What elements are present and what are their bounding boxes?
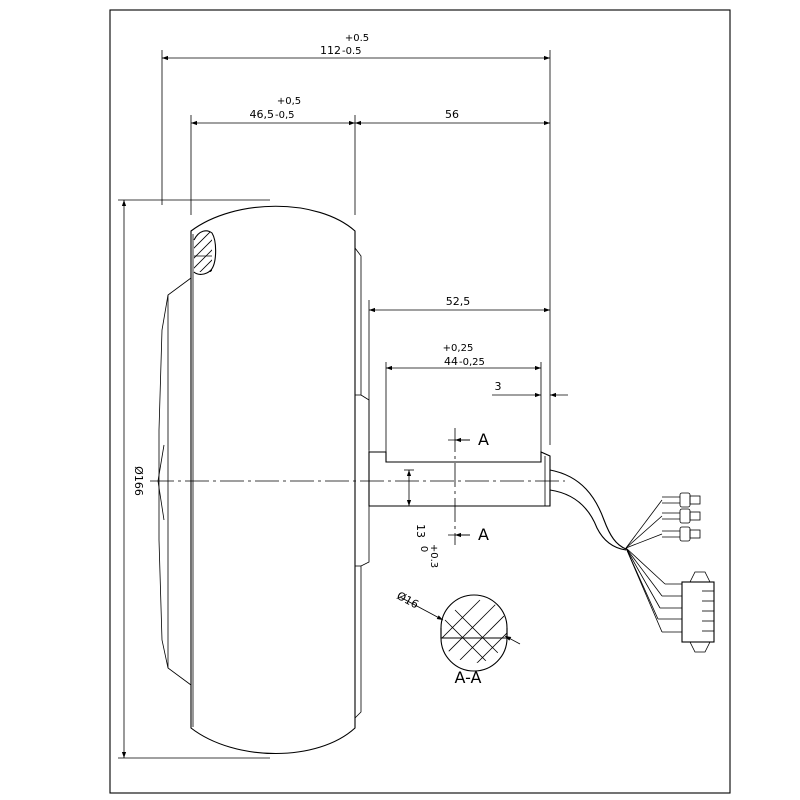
dimension-flat-width: 13 +0.3 0 [404,469,439,568]
section-cut-marker: A A [448,428,489,545]
hub-cutaway-detail [193,230,217,275]
flat-length-tol-upper: +0,25 [443,343,474,354]
shaft-exposed-value: 52,5 [446,295,471,308]
overall-length-tol-lower: -0.5 [342,46,362,57]
axle-shaft [368,451,551,507]
dimension-overall-length: +0.5 112 -0.5 [161,33,551,445]
diameter-value: Ø166 [132,466,145,496]
section-view-label: A-A [455,668,482,687]
motor-cable [549,469,666,633]
dimension-end-offset: 3 [492,380,568,398]
section-view-a-a: Ø16 A-A [395,589,521,687]
drawing-frame [109,9,731,794]
dimension-shaft-length: 56 [355,108,550,126]
flat-length-tol-lower: -0,25 [459,357,485,368]
end-offset-value: 3 [495,380,502,393]
dimension-hub-width: +0,5 46,5 -0,5 [190,96,356,215]
hall-sensor-connector [658,571,715,653]
phase-wire-connector-2 [662,508,701,524]
section-cut-label-top: A [478,430,489,449]
motor-hub [157,205,370,755]
hub-width-value: 46,5 [250,108,275,121]
dimension-diameter: Ø166 [118,199,270,759]
flat-width-tol-upper: +0.3 [428,544,439,568]
hub-width-tol-upper: +0,5 [277,96,301,107]
flat-length-value: 44 [444,355,458,368]
overall-length-tol-upper: +0.5 [345,33,369,44]
overall-length-value: 112 [320,44,341,57]
phase-wire-connector-1 [662,492,701,508]
phase-wire-connector-3 [662,526,701,542]
flat-width-value: 13 [414,524,427,538]
shaft-diameter-value: Ø16 [395,589,421,611]
dimension-flat-length: +0,25 44 -0,25 [385,343,542,462]
shaft-length-value: 56 [445,108,459,121]
flat-width-tol-lower: 0 [418,546,429,552]
dimension-shaft-exposed: 52,5 [368,295,550,450]
section-cut-label-bottom: A [478,525,489,544]
hub-width-tol-lower: -0,5 [275,110,295,121]
